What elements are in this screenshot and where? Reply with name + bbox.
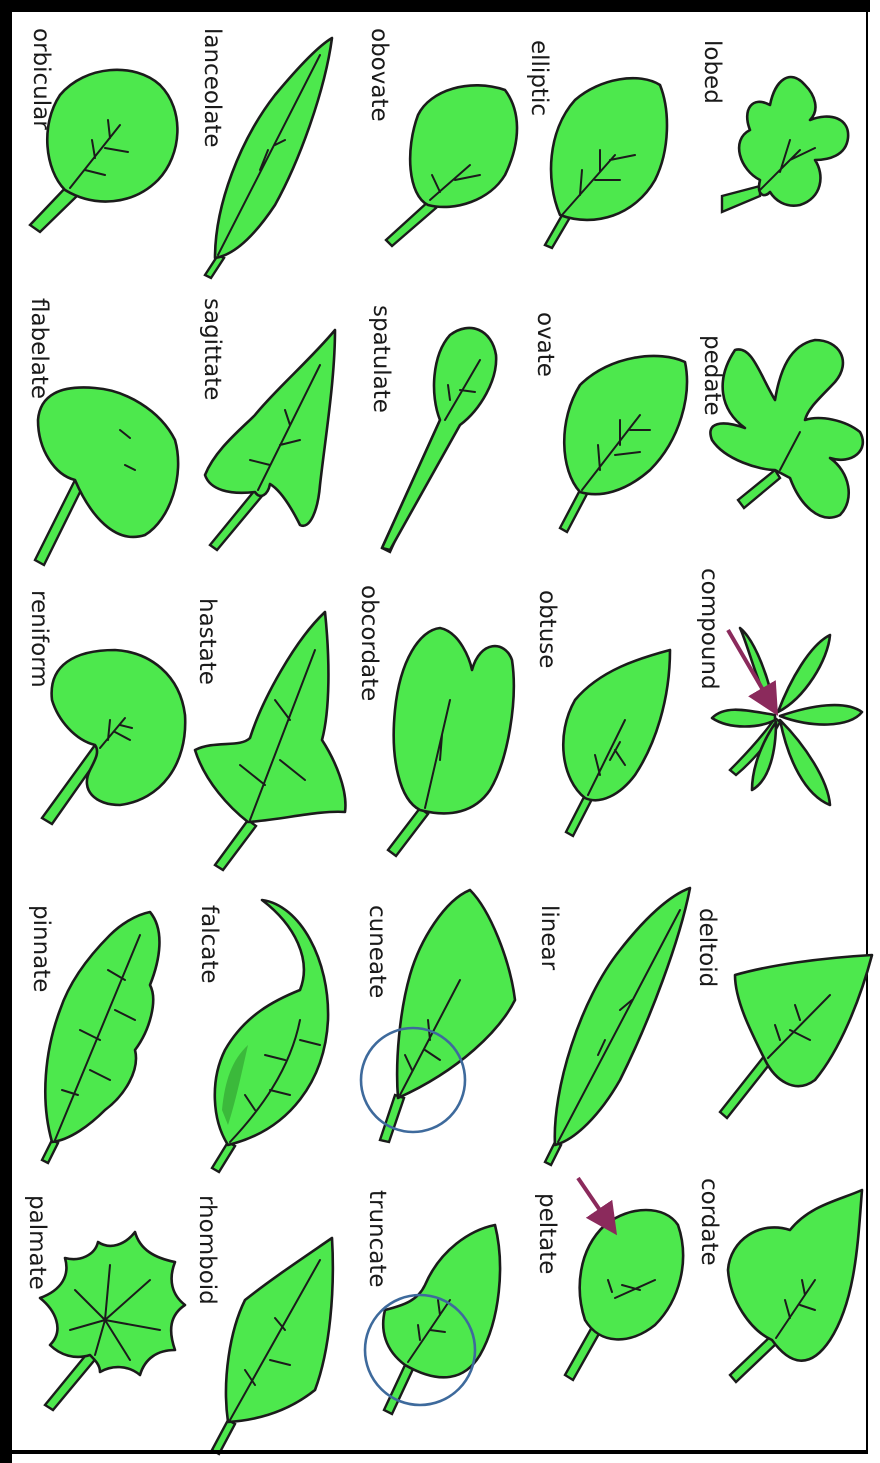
label-compound: compound <box>697 568 720 690</box>
leaf-peltate <box>565 1178 683 1380</box>
peltate-arrow <box>578 1178 608 1222</box>
leaf-linear <box>545 888 690 1165</box>
label-orbicular: orbicular <box>29 28 52 130</box>
label-pinnate: pinnate <box>29 905 52 992</box>
leaf-spatulate <box>382 328 496 552</box>
leaf-deltoid <box>720 955 872 1118</box>
leaf-reniform <box>42 650 185 824</box>
leaf-obovate <box>386 85 517 246</box>
label-elliptic: elliptic <box>527 40 550 116</box>
label-cuneate: cuneate <box>365 905 388 998</box>
leaf-pedate <box>710 340 862 518</box>
leaf-obtuse <box>563 650 670 836</box>
label-ovate: ovate <box>533 312 556 377</box>
label-palmate: palmate <box>25 1195 48 1290</box>
leaf-cordate <box>728 1190 862 1382</box>
label-lanceolate: lanceolate <box>200 28 223 148</box>
label-rhomboid: rhomboid <box>195 1195 218 1305</box>
label-obcordate: obcordate <box>357 585 380 701</box>
label-deltoid: deltoid <box>695 908 718 987</box>
label-hastate: hastate <box>195 598 218 685</box>
label-lobed: lobed <box>700 40 723 104</box>
leaf-elliptic <box>545 78 667 248</box>
leaf-flabelate <box>35 387 178 565</box>
label-linear: linear <box>537 905 560 970</box>
leaf-falcate <box>212 900 328 1172</box>
label-peltate: peltate <box>535 1193 558 1274</box>
label-obtuse: obtuse <box>535 590 558 668</box>
label-falcate: falcate <box>197 905 220 984</box>
label-sagittate: sagittate <box>200 298 223 400</box>
label-flabelate: flabelate <box>27 298 50 399</box>
label-truncate: truncate <box>365 1190 388 1288</box>
frame-bottom <box>0 1450 866 1454</box>
leaf-rhomboid <box>212 1238 333 1454</box>
label-obovate: obovate <box>367 28 390 122</box>
leaf-compound <box>712 628 862 805</box>
leaf-palmate <box>40 1232 185 1410</box>
label-pedate: pedate <box>700 335 723 416</box>
label-cordate: cordate <box>697 1178 720 1266</box>
label-reniform: reniform <box>27 590 50 688</box>
leaf-lobed <box>722 77 848 212</box>
leaf-pinnate <box>42 912 159 1163</box>
label-spatulate: spatulate <box>369 305 392 413</box>
leaf-ovate <box>560 356 687 532</box>
leaf-obcordate <box>388 628 514 856</box>
